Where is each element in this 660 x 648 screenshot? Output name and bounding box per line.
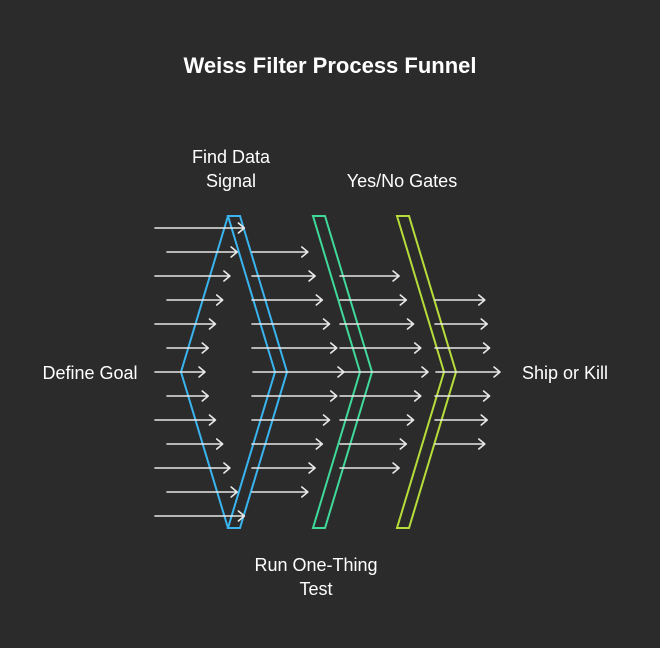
input-arrow <box>154 510 246 522</box>
stage-1-arrow <box>251 486 309 498</box>
output-arrow <box>435 366 501 378</box>
output-arrow <box>434 390 491 402</box>
input-arrow <box>166 294 224 306</box>
output-arrow <box>434 318 488 330</box>
stage-2-arrow <box>339 294 408 306</box>
input-arrow <box>166 342 210 354</box>
input-arrow <box>154 414 217 426</box>
stage-1-arrow <box>251 318 331 330</box>
stage-2-arrow <box>339 462 400 474</box>
input-arrow <box>166 438 224 450</box>
stage-2-arrow <box>339 390 422 402</box>
stage-1-arrow <box>251 390 338 402</box>
stage-1-arrow <box>251 294 324 306</box>
label-find-data-2: Signal <box>206 171 256 191</box>
label-find-data-1: Find Data <box>192 147 271 167</box>
stage-2-arrow <box>339 414 415 426</box>
input-arrow <box>154 318 217 330</box>
stage-2-arrow <box>339 342 422 354</box>
stage-1-arrow <box>251 270 316 282</box>
label-run-test-1: Run One-Thing <box>254 555 377 575</box>
input-arrow <box>154 222 246 234</box>
stage-1-arrow <box>251 246 309 258</box>
input-arrows <box>154 222 246 522</box>
label-yes-no-gates: Yes/No Gates <box>347 171 457 191</box>
label-define-goal: Define Goal <box>42 363 137 383</box>
output-arrow <box>434 294 486 306</box>
stage-2-arrow <box>341 366 429 378</box>
input-arrow <box>166 246 238 258</box>
stage-1-arrow <box>251 414 331 426</box>
input-arrow <box>154 270 231 282</box>
stage-2-arrow <box>339 270 400 282</box>
output-arrow <box>434 414 488 426</box>
stage-2-output-arrows <box>339 270 429 474</box>
input-arrow <box>154 366 206 378</box>
input-arrow <box>154 462 231 474</box>
diagram-title: Weiss Filter Process Funnel <box>183 53 476 78</box>
stage-2-arrow <box>339 438 408 450</box>
final-output-arrows <box>434 294 501 450</box>
label-run-test-2: Test <box>299 579 332 599</box>
output-arrow <box>434 438 486 450</box>
stage-1-arrow <box>251 438 324 450</box>
stage-1-arrow <box>251 342 338 354</box>
input-arrow <box>166 390 210 402</box>
stage-2-arrow <box>339 318 415 330</box>
stage-1-arrow <box>251 462 316 474</box>
output-arrow <box>434 342 491 354</box>
input-arrow <box>166 486 238 498</box>
stage-1-arrow <box>252 366 345 378</box>
label-ship-or-kill: Ship or Kill <box>522 363 608 383</box>
stage-1-output-arrows <box>251 246 345 498</box>
